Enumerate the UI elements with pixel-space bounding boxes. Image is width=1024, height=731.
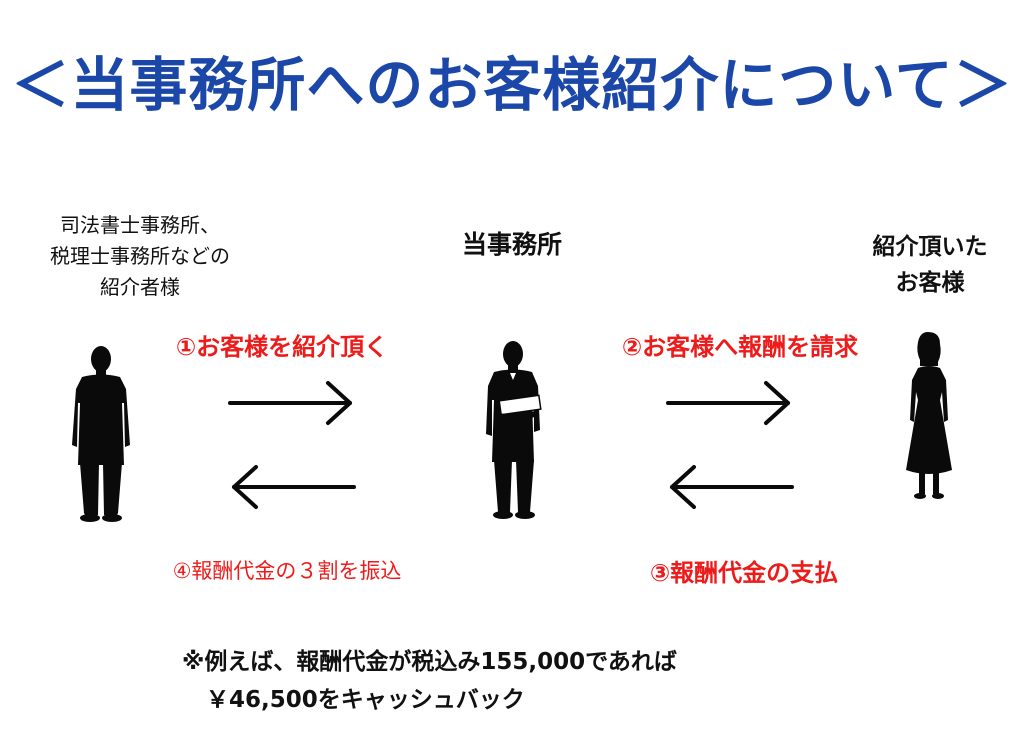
customer-label-line: お客様 bbox=[895, 269, 965, 296]
office-label: 当事務所 bbox=[461, 230, 562, 259]
customer-label-line: 紹介頂いた bbox=[872, 234, 988, 260]
step-1-label: ①お客様を紹介頂く bbox=[175, 333, 389, 361]
example-note-line-2: ￥46,500をキャッシュバック bbox=[206, 687, 525, 713]
arrow-right-office-to-customer bbox=[666, 381, 790, 425]
referrer-label: 司法書士事務所、 税理士事務所などの 紹介者様 bbox=[8, 210, 272, 303]
step-4-label: ④報酬代金の３割を振込 bbox=[172, 559, 402, 583]
arrow-left-customer-to-office bbox=[670, 465, 794, 509]
man-silhouette-icon bbox=[72, 346, 130, 522]
woman-silhouette-icon bbox=[906, 332, 952, 499]
step-3-label: ③報酬代金の支払 bbox=[649, 559, 839, 587]
referrer-label-line: 税理士事務所などの bbox=[50, 244, 230, 268]
referrer-label-line: 紹介者様 bbox=[100, 275, 180, 299]
referrer-label-line: 司法書士事務所、 bbox=[60, 213, 220, 237]
step-2-label: ②お客様へ報酬を請求 bbox=[621, 333, 859, 361]
example-note-line-1: ※例えば、報酬代金が税込み155,000であれば bbox=[182, 649, 677, 675]
businessman-with-document-icon bbox=[486, 341, 542, 519]
page-title: ＜当事務所へのお客様紹介について＞ bbox=[11, 51, 1013, 119]
arrow-left-office-to-referrer bbox=[232, 465, 356, 509]
arrow-right-referrer-to-office bbox=[228, 381, 352, 425]
customer-label: 紹介頂いた お客様 bbox=[840, 230, 1020, 301]
